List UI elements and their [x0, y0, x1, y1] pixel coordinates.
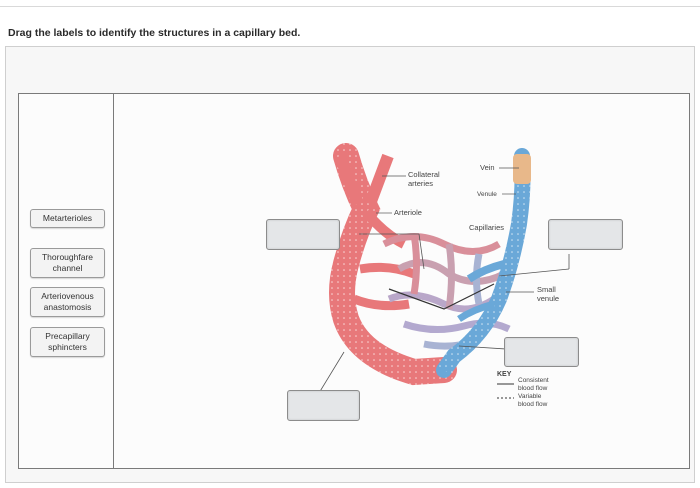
key-title: KEY: [497, 371, 512, 378]
label-metarterioles[interactable]: Metarterioles: [30, 209, 105, 228]
venous-vessels: [436, 148, 531, 378]
key-variable-2: blood flow: [518, 401, 548, 408]
label-precapillary-sphincters[interactable]: Precapillary sphincters: [30, 327, 105, 357]
label-thoroughfare-channel[interactable]: Thoroughfare channel: [30, 248, 105, 278]
drop-target-4[interactable]: [287, 390, 360, 421]
label-collateral-arteries-2: arteries: [408, 179, 433, 188]
label-small-venule-2: venule: [537, 294, 559, 303]
arterial-vessels: [329, 143, 457, 386]
top-divider: [0, 6, 700, 7]
label-arteriole: Arteriole: [394, 208, 422, 217]
label-venule: Venule: [477, 191, 497, 198]
diagram-labels: Vein Collateral arteries Venule Arteriol…: [376, 163, 559, 303]
label-small-venule-1: Small: [537, 285, 556, 294]
label-capillaries: Capillaries: [469, 223, 504, 232]
key-variable-1: Variable: [518, 393, 542, 400]
question-instruction: Drag the labels to identify the structur…: [8, 27, 301, 39]
drop-target-1[interactable]: [266, 219, 340, 250]
capillary-bed-diagram: Vein Collateral arteries Venule Arteriol…: [309, 143, 570, 408]
thoroughfare-channel-line: [388, 283, 495, 310]
key-consistent-2: blood flow: [518, 385, 548, 392]
label-collateral-arteries-1: Collateral: [408, 170, 440, 179]
drop-target-2[interactable]: [548, 219, 623, 250]
label-arteriovenous-anastomosis[interactable]: Arteriovenous anastomosis: [30, 287, 105, 317]
flow-key: KEY Consistent blood flow Variable blood…: [497, 371, 549, 408]
drag-drop-workspace: Metarterioles Thoroughfare channel Arter…: [18, 93, 690, 469]
drop-target-3[interactable]: [504, 337, 579, 367]
label-vein: Vein: [480, 163, 495, 172]
capillary-network: [382, 233, 511, 350]
label-bank: Metarterioles Thoroughfare channel Arter…: [19, 94, 114, 468]
key-consistent-1: Consistent: [518, 377, 549, 384]
